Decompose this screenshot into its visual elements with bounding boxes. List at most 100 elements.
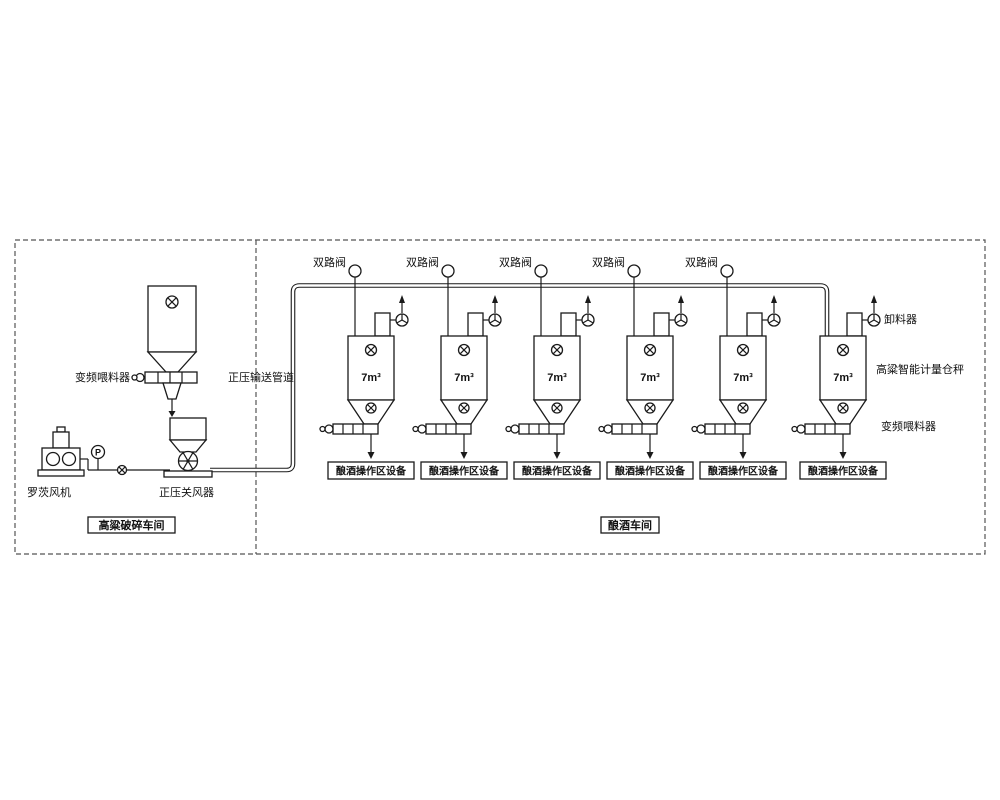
right-feeder-label: 变频喂料器 — [881, 419, 936, 433]
blower-motor-cap — [56, 426, 66, 433]
blower-lobe — [45, 451, 61, 467]
silo-capacity: 7m³ — [547, 372, 567, 384]
equipment-box — [513, 461, 601, 480]
silo-body — [440, 335, 488, 401]
feeder-motor — [791, 425, 798, 433]
pipe-valve-icon — [116, 464, 128, 476]
line — [367, 404, 375, 412]
pressure-gauge: P — [90, 444, 106, 470]
level-sensor-icon — [165, 295, 179, 309]
discharger-label: 卸料器 — [884, 312, 917, 326]
equipment-box — [799, 461, 887, 480]
exhaust-fan-icon — [395, 313, 409, 327]
silo-capacity: 7m³ — [361, 372, 381, 384]
vent-arrowhead — [399, 295, 405, 303]
level-sensor-icon — [364, 343, 378, 357]
line — [366, 345, 376, 355]
discharge-feeder — [704, 423, 751, 435]
line — [489, 319, 496, 324]
equipment-box — [327, 461, 415, 480]
vent-filter — [653, 312, 670, 337]
line — [460, 404, 468, 412]
feeder-motor — [510, 424, 520, 434]
vent-filter — [746, 312, 763, 337]
level-sensor-icon — [737, 402, 749, 414]
discharge-arrowhead — [646, 452, 654, 459]
vent-filter — [846, 312, 863, 337]
gauge-dial — [90, 444, 106, 460]
line — [680, 319, 687, 324]
feeder-motor — [412, 425, 419, 433]
storage-hopper — [131, 285, 198, 417]
vent-arrowhead — [771, 295, 777, 303]
line — [645, 345, 655, 355]
discharge-arrowhead — [553, 452, 561, 459]
line — [401, 319, 408, 324]
line — [738, 345, 748, 355]
level-sensor-icon — [837, 402, 849, 414]
workshop-tag-label: 高粱破碎车间 — [99, 518, 165, 532]
exhaust-fan-icon — [767, 313, 781, 327]
blower-lobe — [61, 451, 77, 467]
two-way-valve — [627, 264, 641, 278]
brewing-workshop-tag: 酿酒车间 — [600, 516, 660, 534]
silo-capacity: 7m³ — [833, 372, 853, 384]
two-way-valve — [348, 264, 362, 278]
feeder-motor — [796, 424, 806, 434]
line — [868, 319, 875, 324]
two-way-valve-label: 双路阀 — [406, 255, 439, 269]
equipment-label: 酿酒操作区设备 — [522, 465, 593, 478]
equipment-label: 酿酒操作区设备 — [615, 465, 686, 478]
silo-group: 双路阀 7m³ 酿酒操作区设备 — [592, 255, 694, 480]
two-way-valve — [720, 264, 734, 278]
crushing-workshop-tag: 高粱破碎车间 — [87, 516, 176, 534]
conveying-pipe-core — [210, 284, 829, 472]
equipment-box — [699, 461, 787, 480]
discharge-arrowhead — [839, 452, 847, 459]
discharge-feeder — [518, 423, 565, 435]
feeder-motor — [598, 425, 605, 433]
scale-label: 高粱智能计量仓秤 — [876, 362, 964, 376]
silo-capacity: 7m³ — [733, 372, 753, 384]
vent-arrowhead — [678, 295, 684, 303]
line — [768, 319, 775, 324]
two-way-valve — [441, 264, 455, 278]
feeder-screw — [144, 371, 198, 384]
line — [839, 404, 847, 412]
line — [739, 404, 747, 412]
vent-arrowhead — [585, 295, 591, 303]
level-sensor-icon — [644, 402, 656, 414]
discharge-feeder — [332, 423, 379, 435]
two-way-valve — [534, 264, 548, 278]
feeder-motor — [696, 424, 706, 434]
feeder-motor — [319, 425, 326, 433]
level-sensor-icon — [365, 402, 377, 414]
line — [838, 345, 848, 355]
hopper-funnel — [146, 351, 198, 373]
level-sensor-icon — [458, 402, 470, 414]
exhaust-fan-icon — [581, 313, 595, 327]
level-sensor-icon — [643, 343, 657, 357]
equipment-box — [420, 461, 508, 480]
equipment-label: 酿酒操作区设备 — [708, 465, 779, 478]
pipeline-label: 正压输送管道 — [228, 370, 294, 384]
airlock-label: 正压关风器 — [159, 485, 214, 499]
feeder-motor — [505, 425, 512, 433]
line — [494, 319, 501, 324]
silo-capacity: 7m³ — [640, 372, 660, 384]
level-sensor-icon — [550, 343, 564, 357]
silo-capacity: 7m³ — [454, 372, 474, 384]
feeder-motor — [324, 424, 334, 434]
line — [646, 404, 654, 412]
silos-layer: 双路阀7m³酿酒操作区设备双路阀7m³酿酒操作区设备双路阀7m³酿酒操作区设备双… — [313, 255, 887, 480]
roots-blower — [37, 426, 85, 477]
gauge-letter: P — [95, 448, 101, 458]
feeder-outlet-funnel — [162, 382, 182, 400]
equipment-label: 酿酒操作区设备 — [808, 465, 879, 478]
two-way-valve-label: 双路阀 — [592, 255, 625, 269]
feeder-motor — [417, 424, 427, 434]
